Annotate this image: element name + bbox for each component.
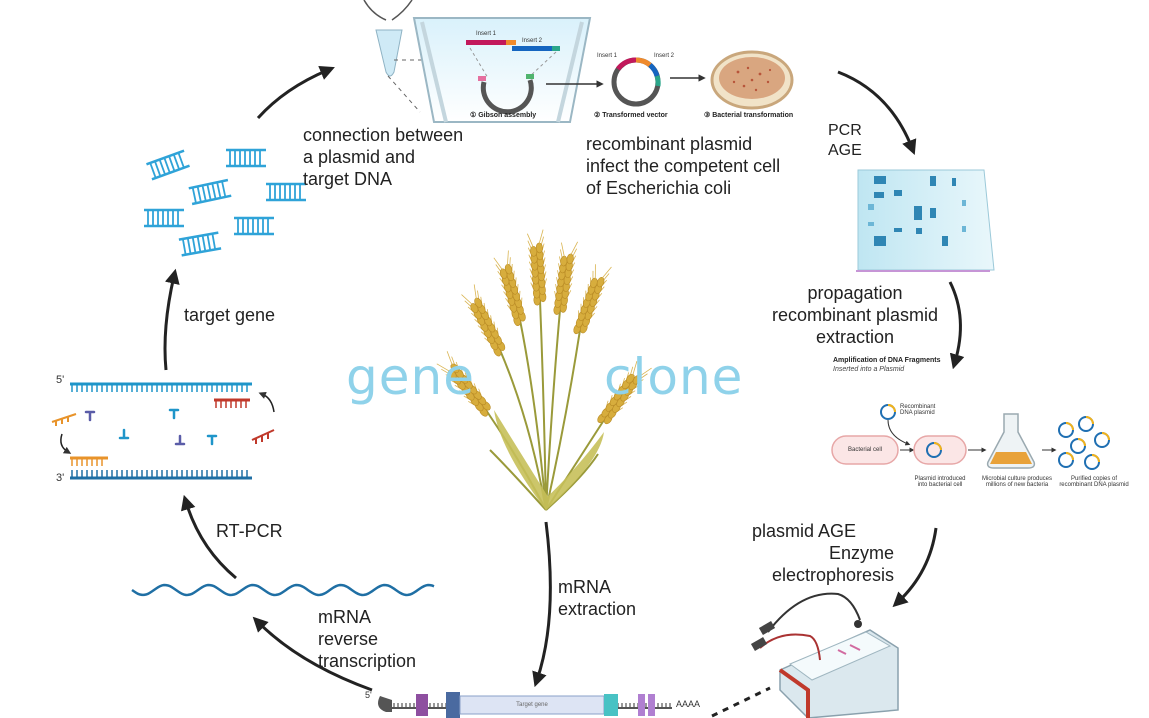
- amplification-subtitle: Inserted into a Plasmid: [833, 366, 905, 373]
- mrna-poly-a: AAAA: [676, 699, 701, 709]
- strand-5prime: 5': [56, 374, 65, 386]
- arrow-to-target-gene: [163, 268, 180, 371]
- cycle-arrows: [163, 65, 965, 718]
- mrna-construct: [378, 692, 672, 718]
- mrna-5prime: 5': [365, 690, 372, 700]
- amplification-title: Amplification of DNA Fragments: [833, 357, 941, 364]
- vector-insert2-label: Insert 2: [654, 53, 675, 59]
- arrow-to-amplification: [948, 281, 965, 370]
- step-gibson-assembly: ① Gibson assembly: [470, 112, 537, 119]
- title-gene: gene: [346, 348, 475, 406]
- step-transformed-vector: ② Transformed vector: [594, 112, 668, 119]
- arrow-to-rtpcr-strand: [181, 494, 237, 580]
- bacterial-cell-label: Bacterial cell: [848, 447, 883, 453]
- arrow-to-mrna: [532, 521, 552, 688]
- cdna-strands: [51, 382, 275, 480]
- step-bacterial-transformation: ③ Bacterial transformation: [704, 112, 794, 119]
- label-rt-pcr: RT-PCR: [216, 521, 283, 541]
- insert2-label: Insert 2: [522, 38, 543, 44]
- vector-insert1-label: Insert 1: [597, 53, 618, 59]
- electrophoresis-box: [750, 592, 899, 718]
- target-dna-fragments: [144, 148, 306, 257]
- strand-3prime: 3': [56, 472, 65, 484]
- mrna-target-gene-box: Target gene: [516, 702, 548, 708]
- arrow-to-pcr: [837, 70, 917, 155]
- arrow-to-gibson: [256, 65, 335, 120]
- arrow-to-reverse-transcription: [252, 616, 373, 692]
- gibson-assembly-panel: [363, 0, 794, 123]
- insert1-label: Insert 1: [476, 31, 497, 37]
- label-target-gene: target gene: [184, 305, 276, 325]
- mrna-wave: [131, 583, 435, 597]
- wheat-plant: [436, 229, 652, 511]
- amplification-diagram: [831, 404, 1110, 470]
- arrow-to-gel-box: [892, 527, 938, 608]
- pcr-gel-image: [856, 169, 995, 272]
- dashed-arrow-bottom: [711, 686, 771, 718]
- title-clone: clone: [604, 348, 744, 406]
